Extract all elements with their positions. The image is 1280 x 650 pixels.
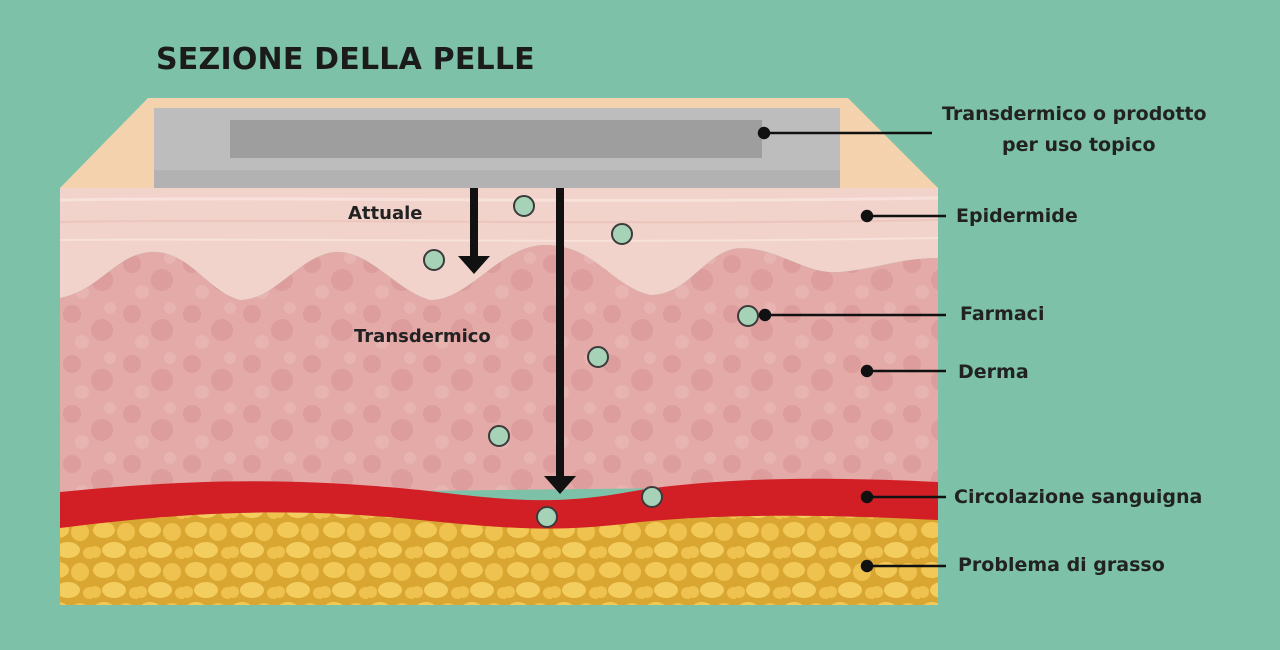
fat-label: Problema di grasso xyxy=(958,554,1165,576)
drug-particle xyxy=(423,249,445,271)
dermis-layer xyxy=(60,245,938,495)
drug-particles xyxy=(423,195,759,528)
drugs-label: Farmaci xyxy=(960,303,1045,325)
epidermis-label: Epidermide xyxy=(956,205,1078,227)
transdermal-arrow xyxy=(544,188,576,494)
epidermis-layer xyxy=(60,188,938,300)
diagram-title: SEZIONE DELLA PELLE xyxy=(156,42,535,77)
drug-particle xyxy=(536,506,558,528)
current-arrow xyxy=(458,188,490,274)
blood-label: Circolazione sanguigna xyxy=(954,486,1203,508)
drug-particle xyxy=(488,425,510,447)
current-arrow-label: Attuale xyxy=(348,203,423,224)
drug-particle xyxy=(641,486,663,508)
patch-label-line2: per uso topico xyxy=(1002,134,1156,156)
dermis-label: Derma xyxy=(958,361,1029,383)
drug-particle xyxy=(513,195,535,217)
blood-layer xyxy=(60,478,938,529)
drug-particle xyxy=(587,346,609,368)
drug-particle xyxy=(611,223,633,245)
patch-label-line1: Transdermico o prodotto xyxy=(942,103,1207,125)
patch-product xyxy=(230,120,762,158)
transdermal-arrow-label: Transdermico xyxy=(354,326,491,347)
drug-particle xyxy=(737,305,759,327)
